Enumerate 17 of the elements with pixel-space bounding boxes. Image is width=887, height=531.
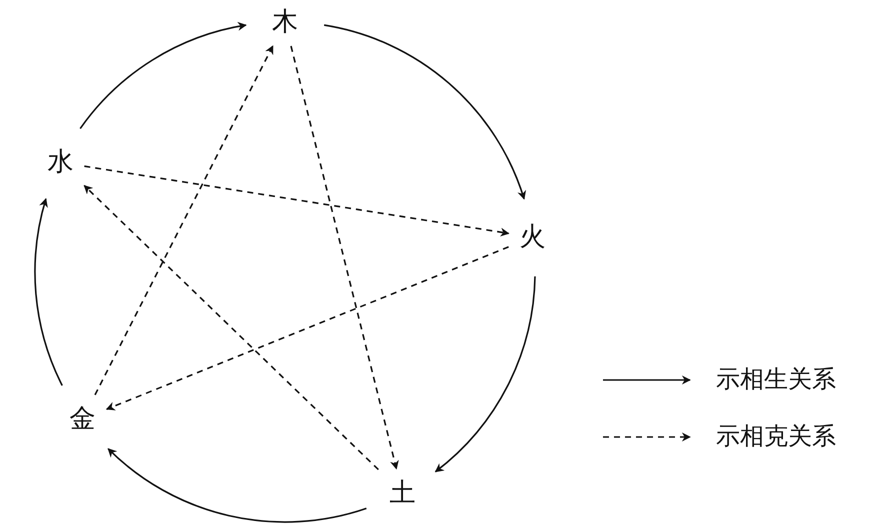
legend-text: 示相克关系 — [716, 421, 836, 451]
element-label: 金 — [64, 400, 101, 437]
dashed-arrow — [84, 165, 510, 237]
curved-arrow — [80, 22, 247, 130]
element-label: 土 — [384, 474, 420, 511]
element-label: 木 — [267, 4, 303, 40]
curved-arrow — [434, 276, 536, 472]
dashed-arrow — [106, 246, 509, 410]
curved-arrow — [108, 448, 367, 523]
element-label: 火 — [514, 219, 551, 256]
dashed-arrow — [84, 184, 379, 470]
curved-arrow — [34, 198, 63, 386]
legend-text: 示相生关系 — [716, 364, 836, 394]
dashed-arrow — [94, 45, 274, 396]
element-label: 水 — [42, 144, 78, 180]
curved-arrow — [324, 24, 526, 200]
dashed-arrow — [290, 46, 399, 470]
